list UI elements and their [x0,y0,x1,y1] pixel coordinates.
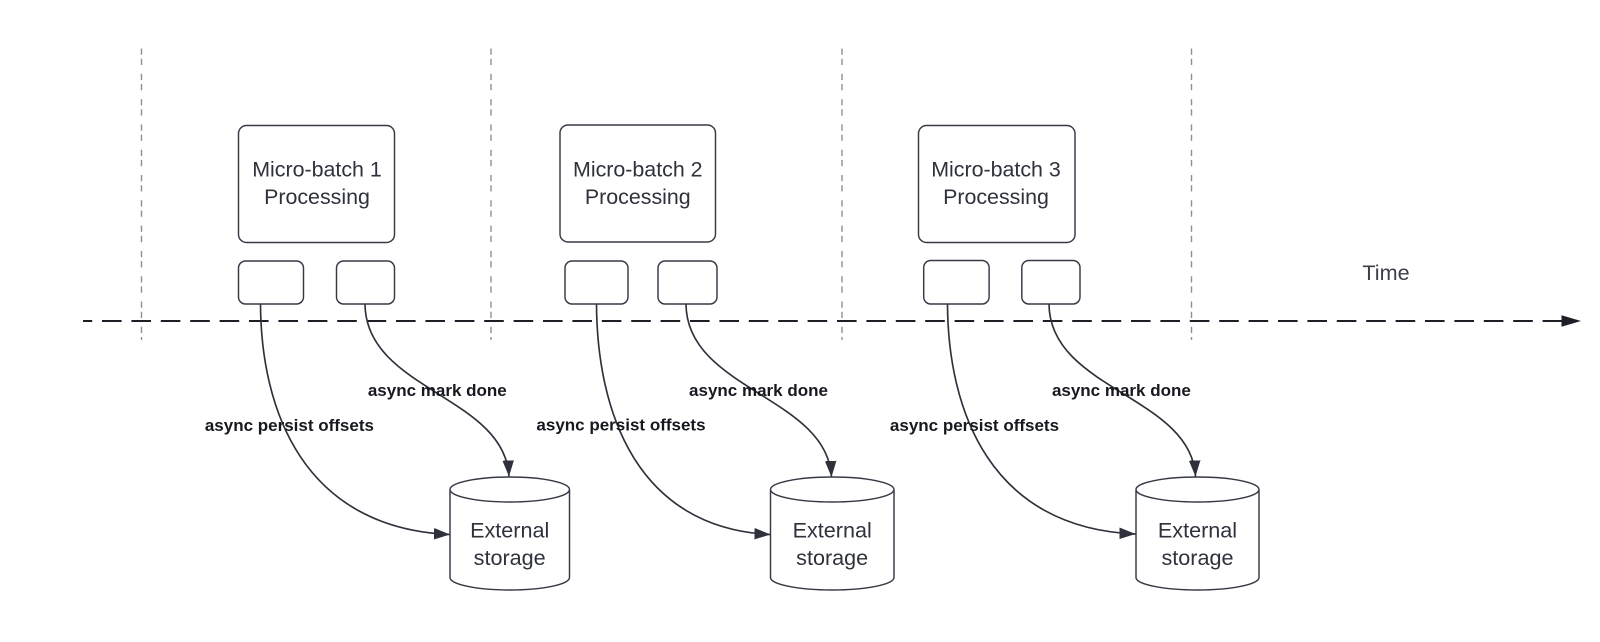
svg-text:storage: storage [796,545,868,570]
svg-text:async persist offsets: async persist offsets [205,416,374,435]
svg-text:async mark done: async mark done [689,381,828,400]
svg-text:storage: storage [474,545,546,570]
svg-text:Processing: Processing [943,185,1049,209]
svg-text:Time: Time [1362,260,1409,285]
svg-text:External: External [793,518,872,543]
svg-text:Micro-batch 1: Micro-batch 1 [252,157,382,181]
svg-text:External: External [470,518,549,543]
svg-text:Processing: Processing [264,185,370,209]
svg-text:async mark done: async mark done [1052,381,1191,400]
svg-text:Micro-batch 3: Micro-batch 3 [931,157,1061,181]
svg-text:async mark done: async mark done [368,381,507,400]
svg-text:async persist offsets: async persist offsets [536,416,705,435]
svg-text:Micro-batch 2: Micro-batch 2 [573,157,703,181]
svg-text:storage: storage [1161,545,1233,570]
svg-text:async persist offsets: async persist offsets [890,416,1059,435]
svg-text:External: External [1158,518,1237,543]
svg-text:Processing: Processing [585,185,691,209]
